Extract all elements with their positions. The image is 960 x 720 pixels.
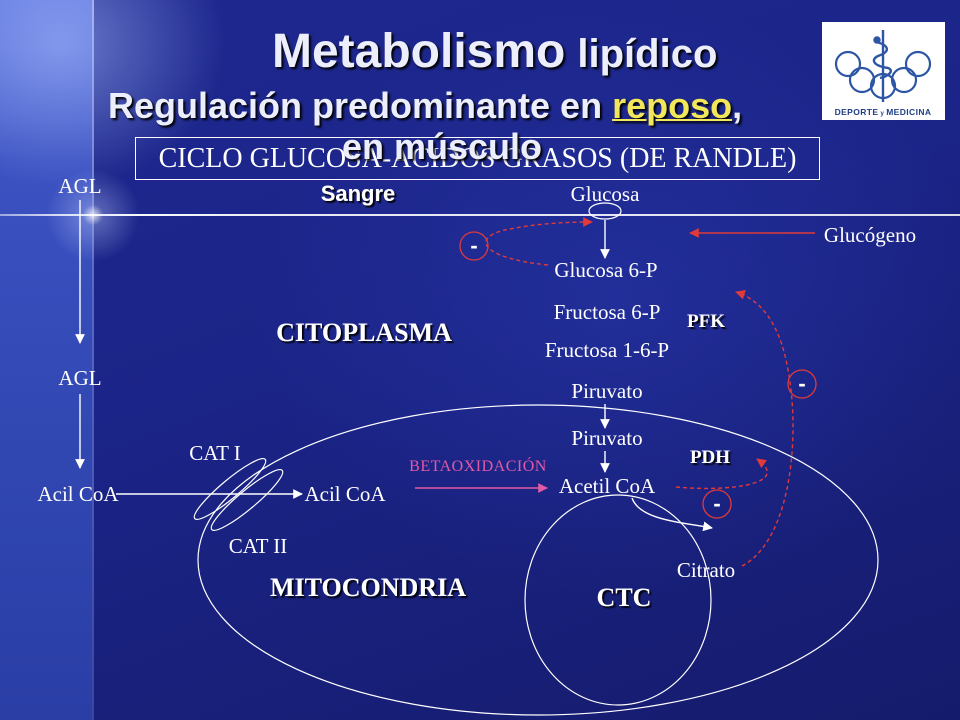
label-citrato: Citrato [677, 558, 735, 582]
inhibition-arrow-glucosa-6p [485, 217, 593, 266]
logo-ring [904, 50, 932, 78]
label-piruvato-cytoplasm: Piruvato [571, 379, 642, 403]
logo-ring [890, 66, 918, 94]
inhibition-mark: - [459, 231, 489, 261]
label-acil-coa-mitochondria: Acil CoA [304, 482, 386, 506]
arrow-acetil-coa-to-ctc [631, 497, 713, 532]
logo-word-2: MEDICINA [886, 107, 931, 117]
label-glucogeno: Glucógeno [824, 223, 916, 247]
cat-i-ellipse [193, 458, 267, 520]
label-betaoxidacion: BETAOXIDACIÓN [409, 456, 547, 475]
logo-connector: y [880, 111, 884, 117]
subtitle-after: , [732, 85, 743, 126]
label-glucosa-6p: Glucosa 6-P [554, 258, 657, 282]
cat-ii-ellipse [210, 469, 284, 531]
subtitle-highlight: reposo [612, 85, 733, 126]
label-sangre: Sangre [321, 181, 396, 206]
label-ctc: CTC [597, 583, 652, 612]
randle-cycle-box: CICLO GLUCOSA-ÁCIDOS GRASOS (DE RANDLE) [135, 137, 820, 180]
inhibition-arrow-citrato-to-pfk [735, 289, 794, 567]
title-main: Metabolismo [272, 25, 566, 78]
subtitle-line-2: en músculo [342, 126, 543, 167]
subtitle-before: Regulación predominante en [108, 85, 613, 126]
label-fructosa-6p: Fructosa 6-P [554, 300, 661, 324]
blood-cell-boundary-line [0, 214, 960, 216]
inhibition-mark: - [787, 369, 817, 399]
staff-icon [872, 30, 892, 102]
inhibition-mark-pdh: - [713, 491, 720, 516]
label-mitocondria: MITOCONDRIA [270, 573, 466, 602]
label-cat-i: CAT I [189, 441, 241, 465]
label-acil-coa-cytoplasm: Acil CoA [37, 482, 119, 506]
vertical-accent-line [92, 0, 94, 720]
label-citoplasma: CITOPLASMA [276, 318, 452, 347]
inhibition-mark-glucosa: - [470, 233, 477, 258]
label-cat-ii: CAT II [229, 534, 288, 558]
label-agl-cytoplasm: AGL [58, 366, 101, 390]
subtitle-line-1: Regulación predominante en reposo, [108, 86, 742, 126]
glucose-transporter-oval [588, 202, 622, 220]
label-fructosa-1-6p: Fructosa 1-6-P [545, 338, 669, 362]
label-agl-blood: AGL [58, 174, 101, 198]
label-glucosa: Glucosa [571, 182, 640, 206]
inhibition-mark: - [702, 489, 732, 519]
label-pdh: PDH [690, 447, 730, 468]
logo-ring [848, 66, 876, 94]
title-rest: lipídico [577, 32, 718, 76]
mitochondria-membrane [197, 404, 879, 716]
label-acetil-coa: Acetil CoA [559, 474, 656, 498]
label-piruvato-mitochondria: Piruvato [571, 426, 642, 450]
ctc-circle [524, 494, 712, 706]
inhibition-mark-pfk: - [798, 371, 805, 396]
logo-ring [834, 50, 862, 78]
label-pfk: PFK [687, 311, 725, 332]
logo-word-1: DEPORTE [835, 107, 879, 117]
lens-flare [33, 155, 153, 275]
